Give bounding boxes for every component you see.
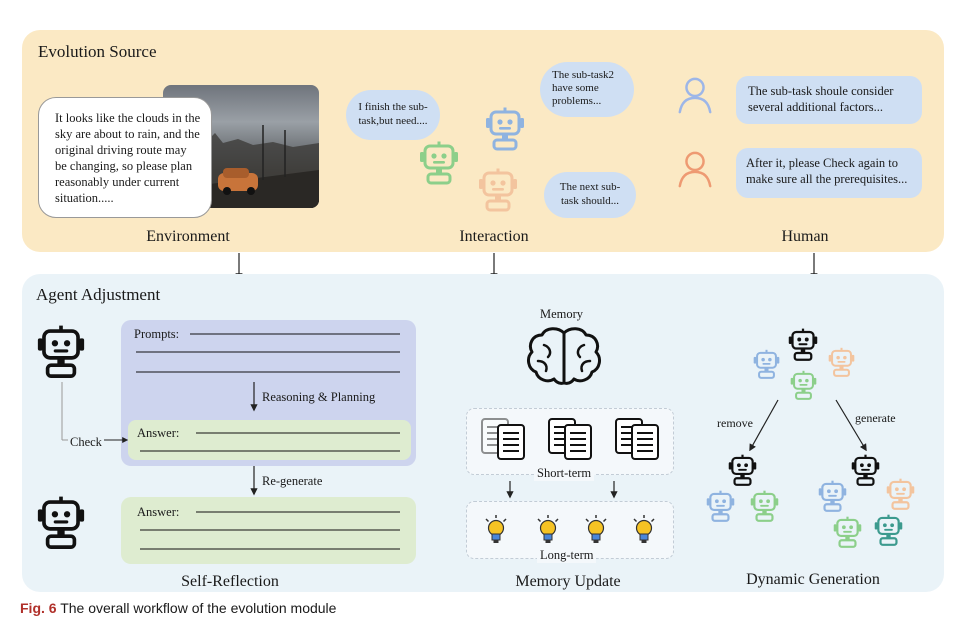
robot-green-right-icon [833, 516, 862, 550]
memory-update-label: Memory Update [515, 573, 621, 590]
robot-orange-right-icon [886, 478, 915, 512]
interaction-bubble-2-text: The sub-task2 have some problems... [552, 69, 615, 107]
human-label: Human [781, 228, 829, 245]
evolution-source-title: Evolution Source [38, 42, 157, 61]
figure-caption-text: The overall workflow of the evolution mo… [60, 600, 337, 616]
self-reflection-label: Self-Reflection [181, 573, 279, 590]
robot-teal-right-icon [874, 514, 903, 548]
check-label: Check [70, 435, 102, 449]
interaction-bubble-2: The sub-task2 have some problems... [540, 62, 634, 117]
long-term-label: Long-term [537, 548, 597, 563]
interaction-bubble-3-text: The next sub-task should... [559, 181, 621, 207]
robot-green-left-icon [750, 490, 779, 524]
answer-label-2: Answer: [137, 505, 180, 519]
memory-label: Memory [540, 307, 584, 321]
robot-black-left-icon [728, 454, 757, 488]
robot-black-right-icon [851, 454, 880, 488]
dynamic-generation-label: Dynamic Generation [746, 571, 880, 588]
agent-adjustment-title: Agent Adjustment [36, 285, 161, 304]
environment-speech-bubble: It looks like the clouds in the sky are … [38, 97, 212, 218]
human-message-1: The sub-task shoule consider several add… [736, 76, 922, 124]
figure-caption: Fig. 6 The overall workflow of the evolu… [20, 600, 336, 616]
regenerate-label: Re-generate [262, 474, 323, 488]
interaction-bubble-1: I finish the sub-task,but need.... [346, 90, 440, 140]
short-term-label: Short-term [534, 466, 595, 481]
interaction-bubble-3: The next sub-task should... [544, 172, 636, 218]
figure-number: Fig. 6 [20, 600, 57, 616]
interaction-label: Interaction [459, 228, 529, 245]
human-message-2-text: After it, please Check again to make sur… [746, 156, 908, 186]
prompts-label: Prompts: [134, 327, 180, 341]
human-message-1-text: The sub-task shoule consider several add… [748, 84, 894, 114]
brain-icon [527, 327, 601, 385]
interaction-bubble-1-text: I finish the sub-task,but need.... [358, 101, 428, 127]
answer-label-1: Answer: [137, 426, 180, 440]
human-message-2: After it, please Check again to make sur… [736, 148, 922, 198]
reasoning-label: Reasoning & Planning [262, 390, 376, 404]
generate-label: generate [855, 411, 896, 425]
environment-speech-text: It looks like the clouds in the sky are … [55, 111, 201, 205]
robot-blue-right-icon [818, 480, 847, 514]
robot-blue-left-icon [706, 490, 735, 524]
remove-label: remove [717, 416, 753, 430]
environment-label: Environment [146, 228, 230, 245]
answer-box-1 [128, 420, 411, 460]
